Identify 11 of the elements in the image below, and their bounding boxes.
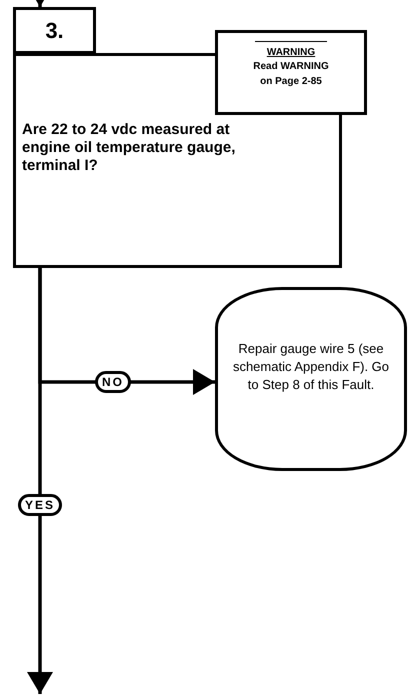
edge-label: NO: [95, 371, 131, 393]
warning-heading: WARNING: [266, 46, 316, 59]
step-number-box: [13, 7, 96, 54]
action-text: Repair gauge wire 5 (see schematic Appendix F). Go to Step 8 of this Fault.: [232, 340, 390, 394]
warning-box: [215, 30, 367, 115]
warning-note: Read WARNING on Page 2-85: [252, 60, 330, 89]
action-box: [215, 287, 407, 471]
edge-label: YES: [18, 494, 62, 516]
step-number: 3.: [45, 17, 64, 45]
question-text: Are 22 to 24 vdc measured at engine oil temperature gauge, terminal I?: [22, 121, 236, 175]
arrow: [27, 268, 53, 694]
